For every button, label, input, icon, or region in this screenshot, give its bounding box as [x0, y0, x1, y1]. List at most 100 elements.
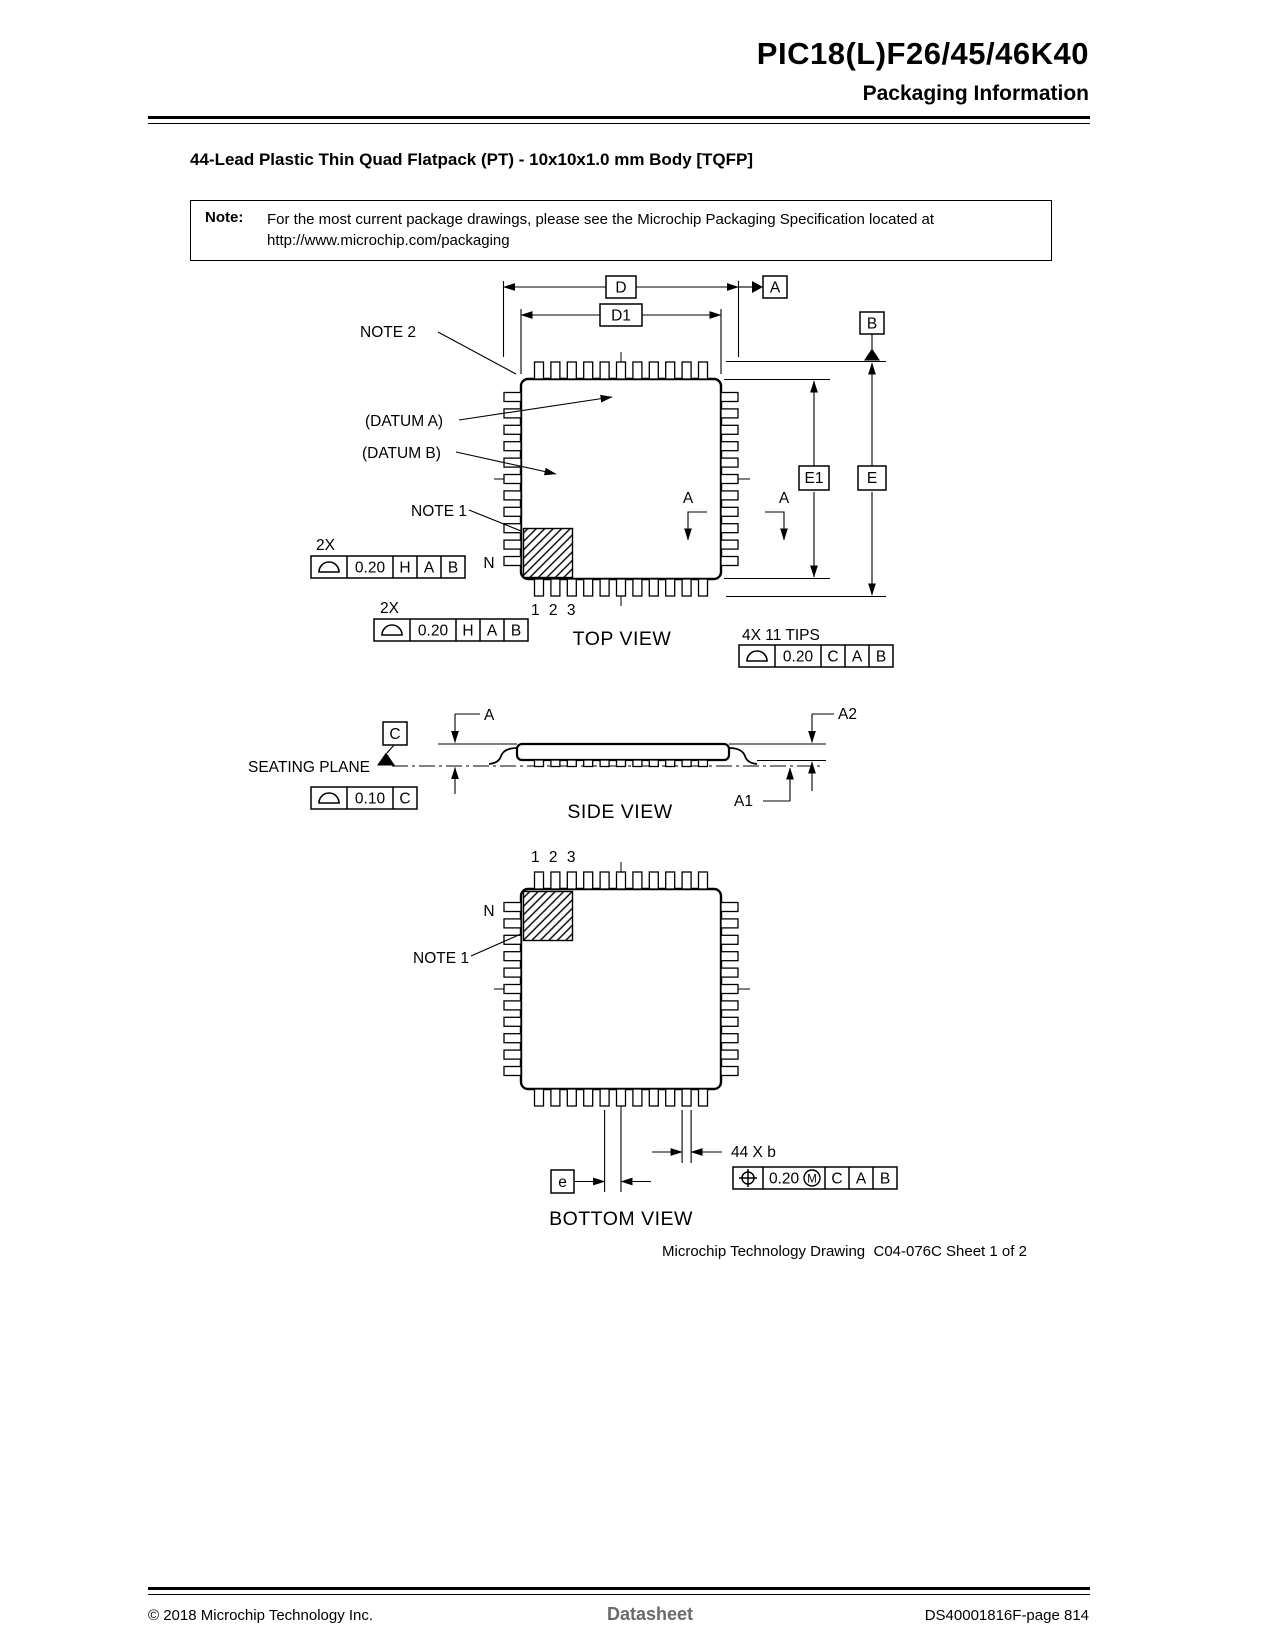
note-box: Note: For the most current package drawi…	[190, 200, 1052, 261]
top-view-pins	[503, 361, 739, 597]
datum-b-label: B	[867, 316, 877, 333]
pin	[503, 490, 522, 501]
pin	[720, 391, 739, 403]
pin	[503, 901, 522, 913]
section-a-left: A	[683, 490, 694, 507]
pin	[615, 361, 627, 380]
svg-text:B: B	[880, 1171, 890, 1188]
pin-foot	[648, 759, 659, 768]
fcf-upper: 0.20 H A B	[310, 555, 466, 579]
pin	[697, 361, 709, 380]
pin	[720, 951, 739, 962]
pin	[503, 523, 522, 534]
footer-rule	[148, 1587, 1090, 1596]
pin-foot	[681, 759, 692, 768]
dim-d-box	[605, 275, 637, 299]
datum-a-box	[762, 275, 788, 299]
pin	[665, 1088, 676, 1107]
pin	[599, 871, 610, 890]
pin	[720, 1065, 739, 1077]
side-view: C SEATING PLANE A A2 A1	[248, 706, 857, 823]
pin	[566, 361, 577, 380]
pin	[503, 1033, 522, 1044]
pin	[648, 578, 659, 597]
pin-numbers: 1 2 3	[531, 849, 578, 866]
doc-title: PIC18(L)F26/45/46K40	[756, 36, 1089, 71]
pin-foot	[583, 759, 594, 768]
pin1-index-area	[522, 890, 574, 942]
pin	[720, 967, 739, 978]
dim-a1-label: A1	[734, 793, 753, 810]
package-section-heading: 44-Lead Plastic Thin Quad Flatpack (PT) …	[190, 150, 754, 169]
svg-text:A: A	[487, 623, 498, 640]
svg-text:0.10: 0.10	[355, 791, 386, 808]
header-rule	[148, 116, 1090, 125]
pin	[503, 1049, 522, 1060]
pin	[583, 361, 594, 380]
dim-e-box	[857, 465, 887, 491]
fcf-tips: 0.20 C A B	[738, 644, 894, 668]
bottom-view-pins	[503, 871, 739, 1107]
pin	[720, 523, 739, 534]
pin	[720, 457, 739, 468]
pin	[720, 408, 739, 419]
svg-text:B: B	[511, 623, 521, 640]
pin-foot	[533, 759, 545, 768]
pin	[720, 424, 739, 435]
pin	[720, 1033, 739, 1044]
note1-callout: NOTE 1	[413, 950, 469, 967]
pin	[632, 1088, 643, 1107]
svg-text:B: B	[876, 649, 886, 666]
pin-numbers: 1 2 3	[531, 602, 578, 619]
pin-n-label: N	[483, 555, 494, 572]
note-line-2: http://www.microchip.com/packaging	[267, 232, 510, 249]
pin	[599, 361, 610, 380]
svg-text:B: B	[448, 560, 458, 577]
pin	[615, 578, 627, 597]
pin	[583, 871, 594, 890]
footer-doc-type: Datasheet	[606, 1604, 694, 1624]
pin	[550, 361, 561, 380]
pin	[648, 871, 659, 890]
datum-c-triangle	[377, 752, 395, 766]
dim-d1-box	[599, 303, 643, 327]
pin	[648, 361, 659, 380]
pin	[720, 983, 739, 995]
pin	[720, 1016, 739, 1027]
pin	[720, 918, 739, 929]
pin-foot	[632, 759, 643, 768]
side-view-pin-feet	[533, 759, 709, 768]
datum-a-triangle	[752, 281, 763, 293]
pin-foot	[550, 759, 561, 768]
dim-a2-label: A2	[838, 706, 857, 723]
dim-e-label: E	[867, 470, 877, 487]
dim-e1-label: E1	[805, 470, 824, 487]
section-a-right: A	[779, 490, 790, 507]
note-text: For the most current package drawings, p…	[267, 209, 934, 251]
package-drawing: D A D1 B E	[248, 275, 898, 1230]
fcf-seating: 0.10 C	[310, 786, 418, 810]
pin	[566, 578, 577, 597]
svg-text:0.20: 0.20	[418, 623, 449, 640]
lead-left	[488, 747, 518, 765]
bottom-view-caption: BOTTOM VIEW	[549, 1208, 693, 1230]
pin	[550, 578, 561, 597]
pin	[720, 473, 739, 485]
pin-foot	[615, 759, 627, 768]
pin	[720, 555, 739, 567]
pin	[533, 361, 545, 380]
pin	[615, 1088, 627, 1107]
pin-foot	[566, 759, 577, 768]
svg-text:C: C	[827, 649, 838, 666]
pin	[648, 1088, 659, 1107]
dim-d-label: D	[615, 280, 626, 297]
fcf-lead-position: 0.20 M C A B	[732, 1166, 898, 1190]
side-view-caption: SIDE VIEW	[567, 801, 672, 823]
pin	[615, 871, 627, 890]
pin	[681, 578, 692, 597]
package-body-side	[515, 742, 731, 762]
svg-text:A: A	[856, 1171, 867, 1188]
doc-subtitle: Packaging Information	[862, 82, 1089, 105]
pin	[720, 506, 739, 517]
